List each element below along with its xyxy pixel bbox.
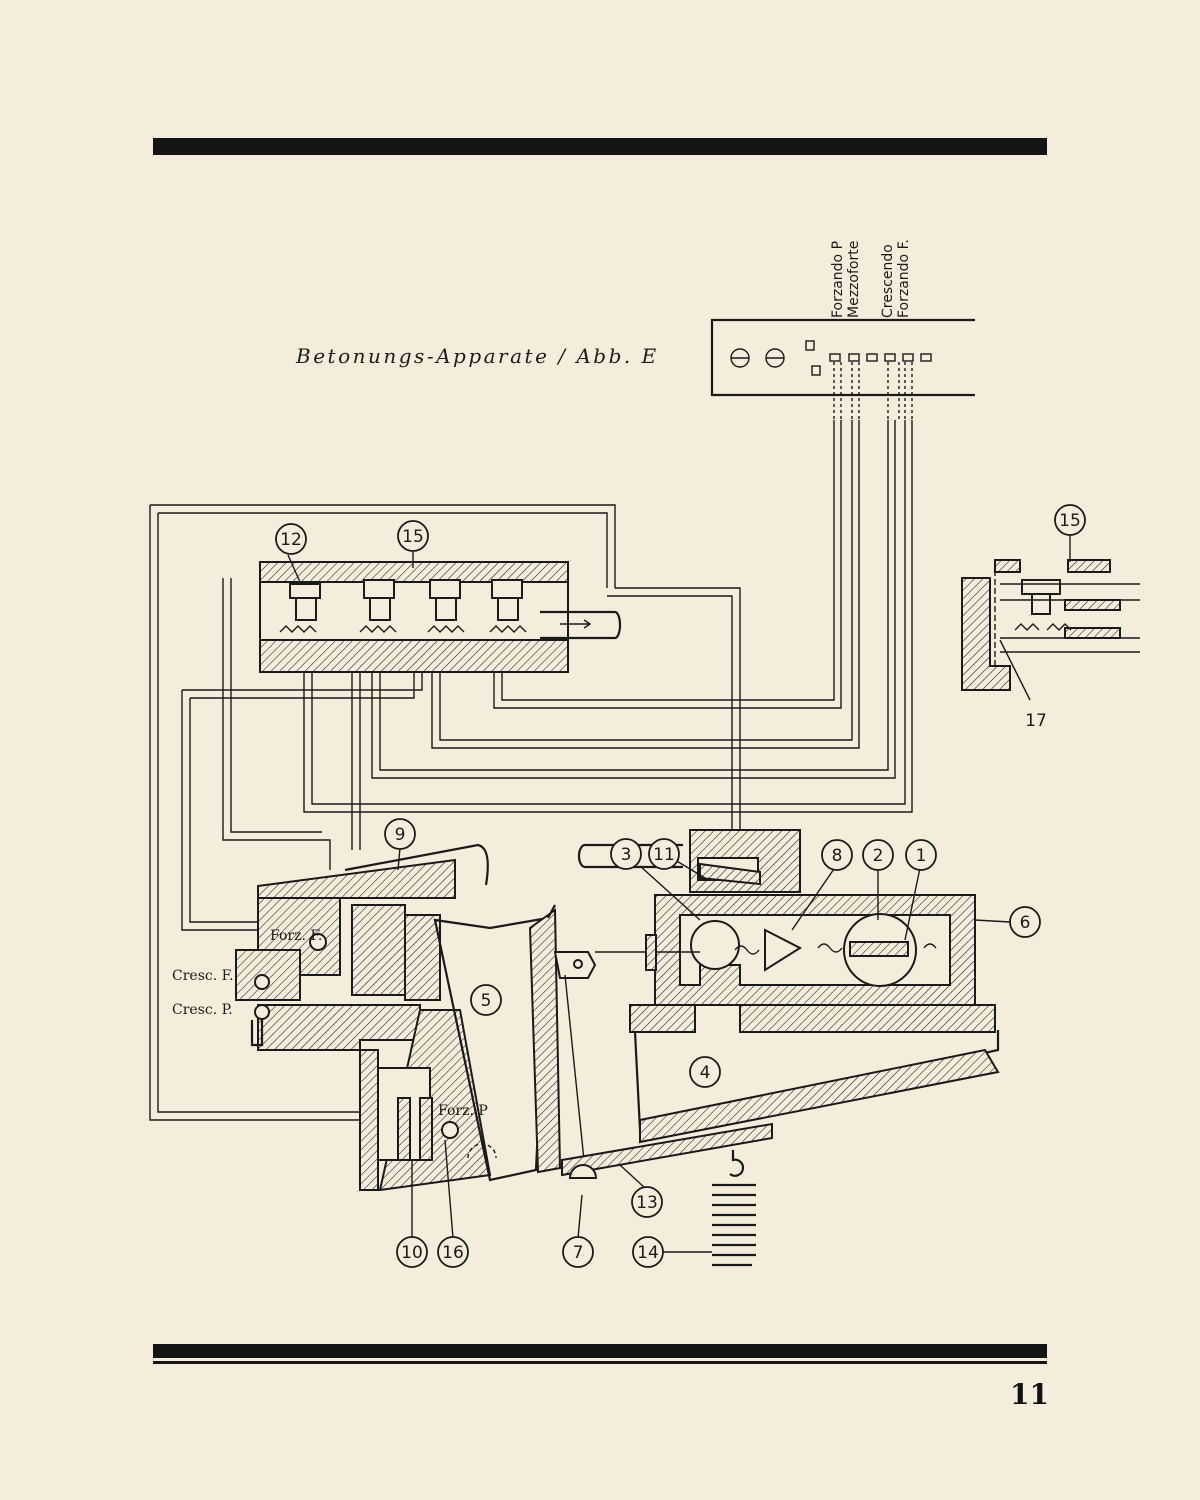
valve-chest [259,561,622,673]
label-forz-p: Forz. P [438,1103,488,1119]
callout-17: 17 [1025,711,1047,731]
svg-text:9: 9 [395,825,406,845]
svg-text:15: 15 [402,527,424,547]
callout-15-detail: 15 [1054,504,1086,536]
panel-label-crescendo: Crescendo [880,244,896,318]
tubes [149,420,913,1121]
svg-text:4: 4 [700,1063,711,1083]
svg-text:17: 17 [1025,711,1047,731]
svg-text:10: 10 [401,1243,423,1263]
callout-10: 10 [396,1236,428,1268]
callout-15: 15 [397,520,429,552]
panel-label-forzando-p: Forzando P [830,241,846,318]
callout-8: 8 [821,839,853,871]
label-cresc-p: Cresc. P. [172,1002,233,1018]
callout-4: 4 [689,1056,721,1088]
callout-14: 14 [632,1236,664,1268]
callout-5: 5 [470,984,502,1016]
callout-7: 7 [562,1236,594,1268]
top-rule [153,138,1047,155]
svg-text:8: 8 [832,846,843,866]
leader-lines [287,552,1011,1239]
callout-13: 13 [631,1186,663,1218]
svg-text:11: 11 [653,845,675,865]
accent-mechanism-left [235,843,597,1192]
svg-text:5: 5 [481,991,492,1011]
label-forz-f: Forz. F. [270,928,322,944]
callout-12: 12 [275,523,307,555]
svg-text:15: 15 [1059,511,1081,531]
svg-text:14: 14 [637,1243,659,1263]
bottom-thin-rule [153,1361,1047,1364]
callout-16: 16 [437,1236,469,1268]
control-panel [710,318,975,420]
callout-9: 9 [384,818,416,850]
svg-text:6: 6 [1020,913,1031,933]
callout-11: 11 [648,838,680,870]
callout-2: 2 [862,839,894,871]
diagram-title: Betonungs-Apparate / Abb. E [296,344,659,368]
panel-label-forzando-f: Forzando F. [896,239,912,318]
svg-text:3: 3 [621,845,632,865]
callout-1: 1 [905,839,937,871]
accent-mechanism-right [561,829,1000,1267]
detail-view [961,530,1140,701]
callout-6: 6 [1009,906,1041,938]
panel-labels: Forzando P Mezzoforte Crescendo Forzando… [830,239,912,318]
callout-3: 3 [610,838,642,870]
svg-text:7: 7 [573,1243,584,1263]
svg-text:12: 12 [280,530,302,550]
label-cresc-f: Cresc. F. [172,968,234,984]
bottom-rule [153,1344,1047,1358]
svg-text:13: 13 [636,1193,658,1213]
svg-text:1: 1 [916,846,927,866]
page-number: 11 [1010,1378,1049,1411]
panel-label-mezzoforte: Mezzoforte [846,241,862,318]
svg-text:16: 16 [442,1243,464,1263]
svg-text:2: 2 [873,846,884,866]
